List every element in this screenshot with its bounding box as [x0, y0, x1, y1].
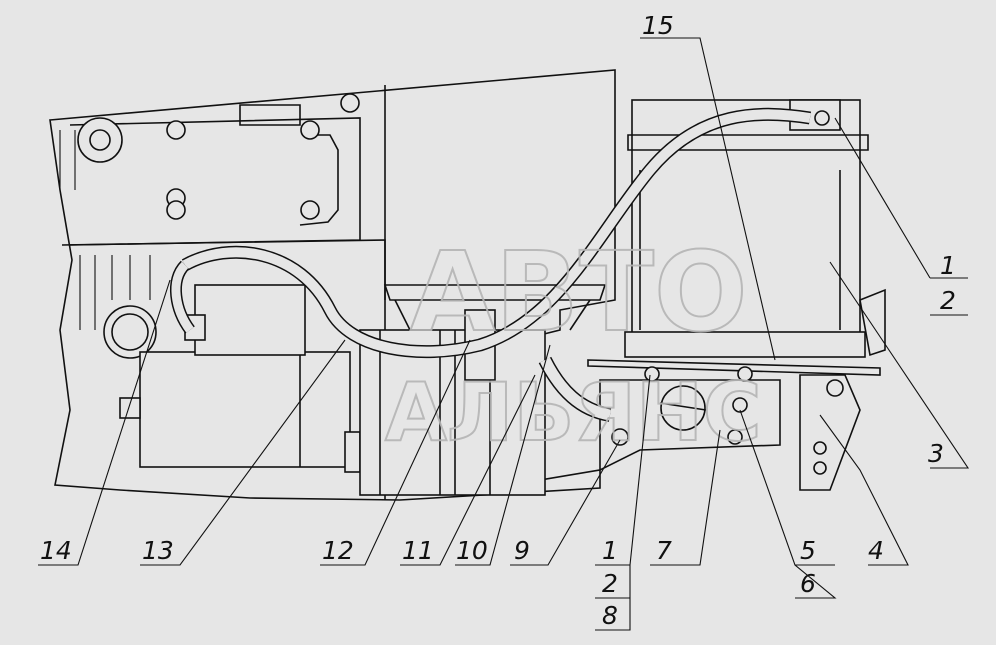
callout-9: 9: [514, 536, 530, 565]
callout-3: 3: [928, 439, 944, 468]
callout-7: 7: [656, 536, 672, 565]
callout-10: 10: [456, 536, 488, 565]
starter-motor: [119, 284, 361, 473]
callout-13: 13: [142, 536, 174, 565]
leader-lines: [38, 37, 970, 631]
drain-plug: [103, 305, 157, 359]
callout-8: 8: [602, 601, 618, 630]
callout-5: 5: [800, 536, 816, 565]
callout-1-top: 1: [940, 251, 956, 280]
watermark-line2: АЛЬЯНС: [385, 366, 762, 459]
callout-11: 11: [402, 536, 434, 565]
callout-6: 6: [800, 569, 816, 598]
callout-15: 15: [642, 11, 674, 40]
callout-1-bottom: 1: [602, 536, 618, 565]
callouts: 15 1 2 3 4 5 6 7 1 2 8 9 10 11 12 13 14: [40, 11, 956, 630]
watermark-line1: АВТО: [410, 228, 748, 356]
callout-14: 14: [40, 536, 72, 565]
callout-2-bottom: 2: [602, 569, 618, 598]
mounting-bracket: [599, 288, 886, 491]
hose-assembly: [169, 107, 812, 422]
cover-plate: [69, 93, 361, 246]
callout-2-top: 2: [940, 286, 956, 315]
callout-4: 4: [868, 536, 884, 565]
watermark: АВТО АЛЬЯНС: [384, 227, 763, 460]
callout-12: 12: [322, 536, 354, 565]
